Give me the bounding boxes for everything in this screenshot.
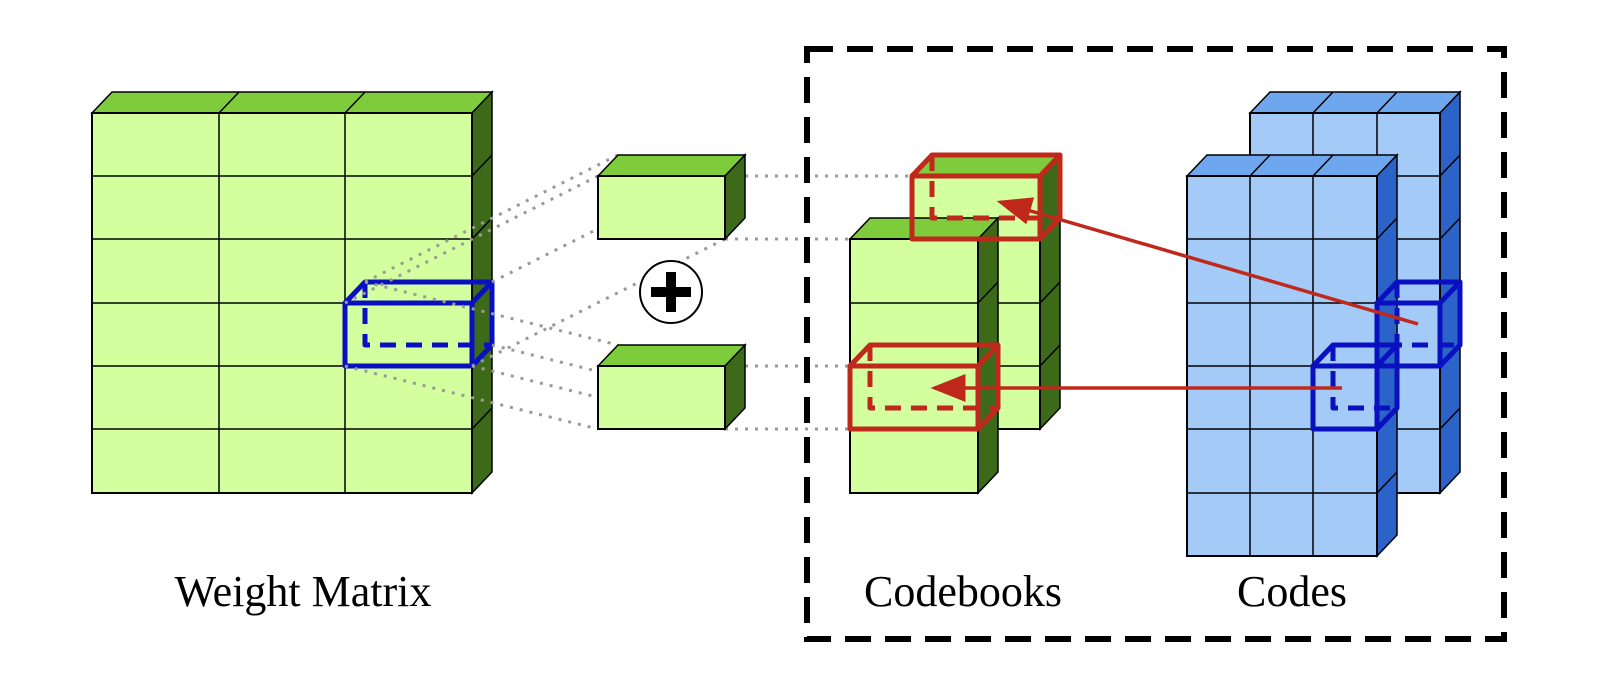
codebooks-label: Codebooks [864,567,1062,616]
codes-label: Codes [1237,567,1347,616]
weight-matrix [90,90,495,495]
weight-matrix-top [90,91,494,114]
codeword-highlight-front [847,342,1001,432]
codeword-highlight-back [909,152,1063,242]
circled-plus-icon [639,260,703,324]
codes-front [1185,153,1399,558]
arrow-icon [996,197,1419,326]
lookup-arrows [930,197,1419,402]
code-highlight-front [1310,342,1400,432]
weight-matrix-label: Weight Matrix [175,567,432,616]
subvector-block-1 [596,153,747,241]
subvector-block-2 [596,343,747,431]
